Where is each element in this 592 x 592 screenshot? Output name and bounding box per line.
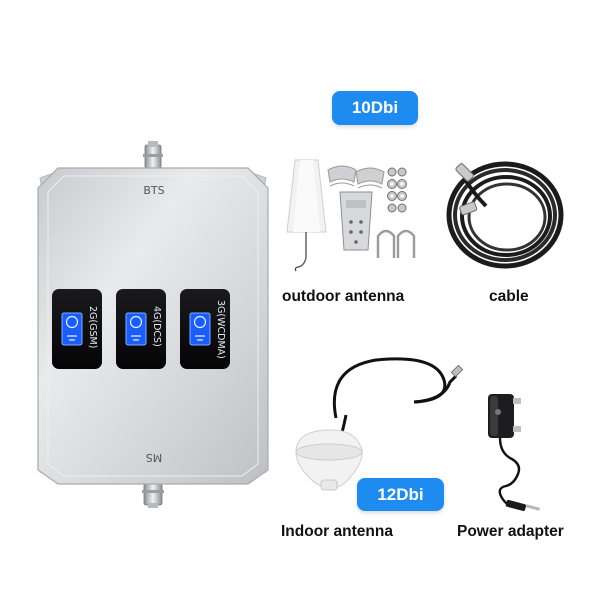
indoor-gain-badge: 12Dbi [357,478,444,511]
ms-label: MS [146,451,162,464]
bts-label: BTS [143,184,164,197]
screen-2g: 2G(GSM) [52,289,102,369]
bottom-connector [142,480,164,508]
indoor-antenna [295,357,464,491]
cable-caption: cable [489,288,529,305]
screen-4g-label: 4G(DCS) [151,306,162,347]
indoor-antenna-caption: Indoor antenna [281,523,393,540]
screen-3g: 3G(WCDMA) [180,289,230,369]
screen-4g: 4G(DCS) [116,289,166,369]
cable-coil [446,161,564,269]
outdoor-gain-badge: 10Dbi [332,91,418,125]
top-connector [143,141,163,170]
outdoor-antenna-caption: outdoor antenna [282,288,405,305]
power-adapter-caption: Power adapter [457,523,564,540]
outdoor-antenna-kit [286,159,416,272]
power-adapter [488,394,541,512]
screen-2g-label: 2G(GSM) [87,306,98,348]
screen-3g-label: 3G(WCDMA) [215,300,226,359]
